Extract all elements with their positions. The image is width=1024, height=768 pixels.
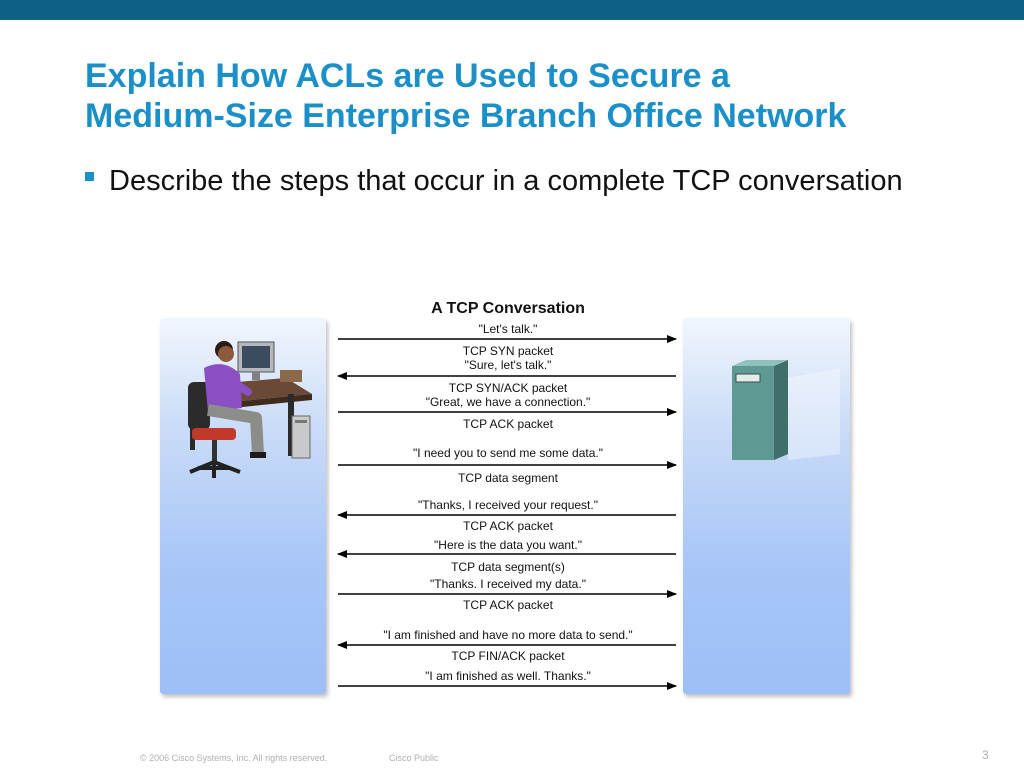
packet-label: TCP data segment	[458, 471, 558, 485]
packet-label: TCP SYN/ACK packet	[448, 381, 568, 395]
message-quote: "Thanks, I received your request."	[418, 498, 598, 512]
message-quote: "Let's talk."	[478, 322, 538, 336]
bullet-item: Describe the steps that occur in a compl…	[85, 163, 945, 199]
tcp-conversation-diagram: A TCP Conversation	[158, 296, 866, 698]
message-quote: "Sure, let's talk."	[464, 358, 552, 372]
slide-title: Explain How ACLs are Used to Secure a Me…	[85, 56, 1005, 136]
message-quote: "Thanks. I received my data."	[430, 577, 586, 591]
slide-title-line-2: Medium-Size Enterprise Branch Office Net…	[85, 97, 847, 135]
message-quote: "Here is the data you want."	[434, 538, 582, 552]
page-number: 3	[982, 748, 989, 762]
message-quote: "I am finished and have no more data to …	[383, 628, 633, 642]
packet-label: TCP ACK packet	[463, 519, 553, 533]
footer-copyright: © 2006 Cisco Systems, Inc. All rights re…	[140, 753, 328, 763]
packet-label: TCP SYN packet	[462, 344, 554, 358]
packet-label: TCP FIN/ACK packet	[451, 649, 565, 663]
bullet-text: Describe the steps that occur in a compl…	[109, 165, 903, 197]
message-quote: "I am finished as well. Thanks."	[425, 669, 591, 683]
square-bullet-icon	[85, 172, 94, 181]
packet-label: TCP ACK packet	[463, 598, 553, 612]
packet-label: TCP data segment(s)	[451, 560, 565, 574]
packet-label: TCP ACK packet	[463, 417, 553, 431]
diagram-title: A TCP Conversation	[431, 300, 585, 317]
top-bar	[0, 0, 1024, 20]
server-icon	[732, 360, 840, 460]
footer-classification: Cisco Public	[389, 753, 439, 763]
person-at-computer-icon	[188, 341, 312, 478]
message-arrows	[337, 335, 677, 690]
message-quote: "I need you to send me some data."	[413, 446, 603, 460]
message-quote: "Great, we have a connection."	[425, 395, 591, 409]
slide-title-line-1: Explain How ACLs are Used to Secure a	[85, 57, 730, 95]
